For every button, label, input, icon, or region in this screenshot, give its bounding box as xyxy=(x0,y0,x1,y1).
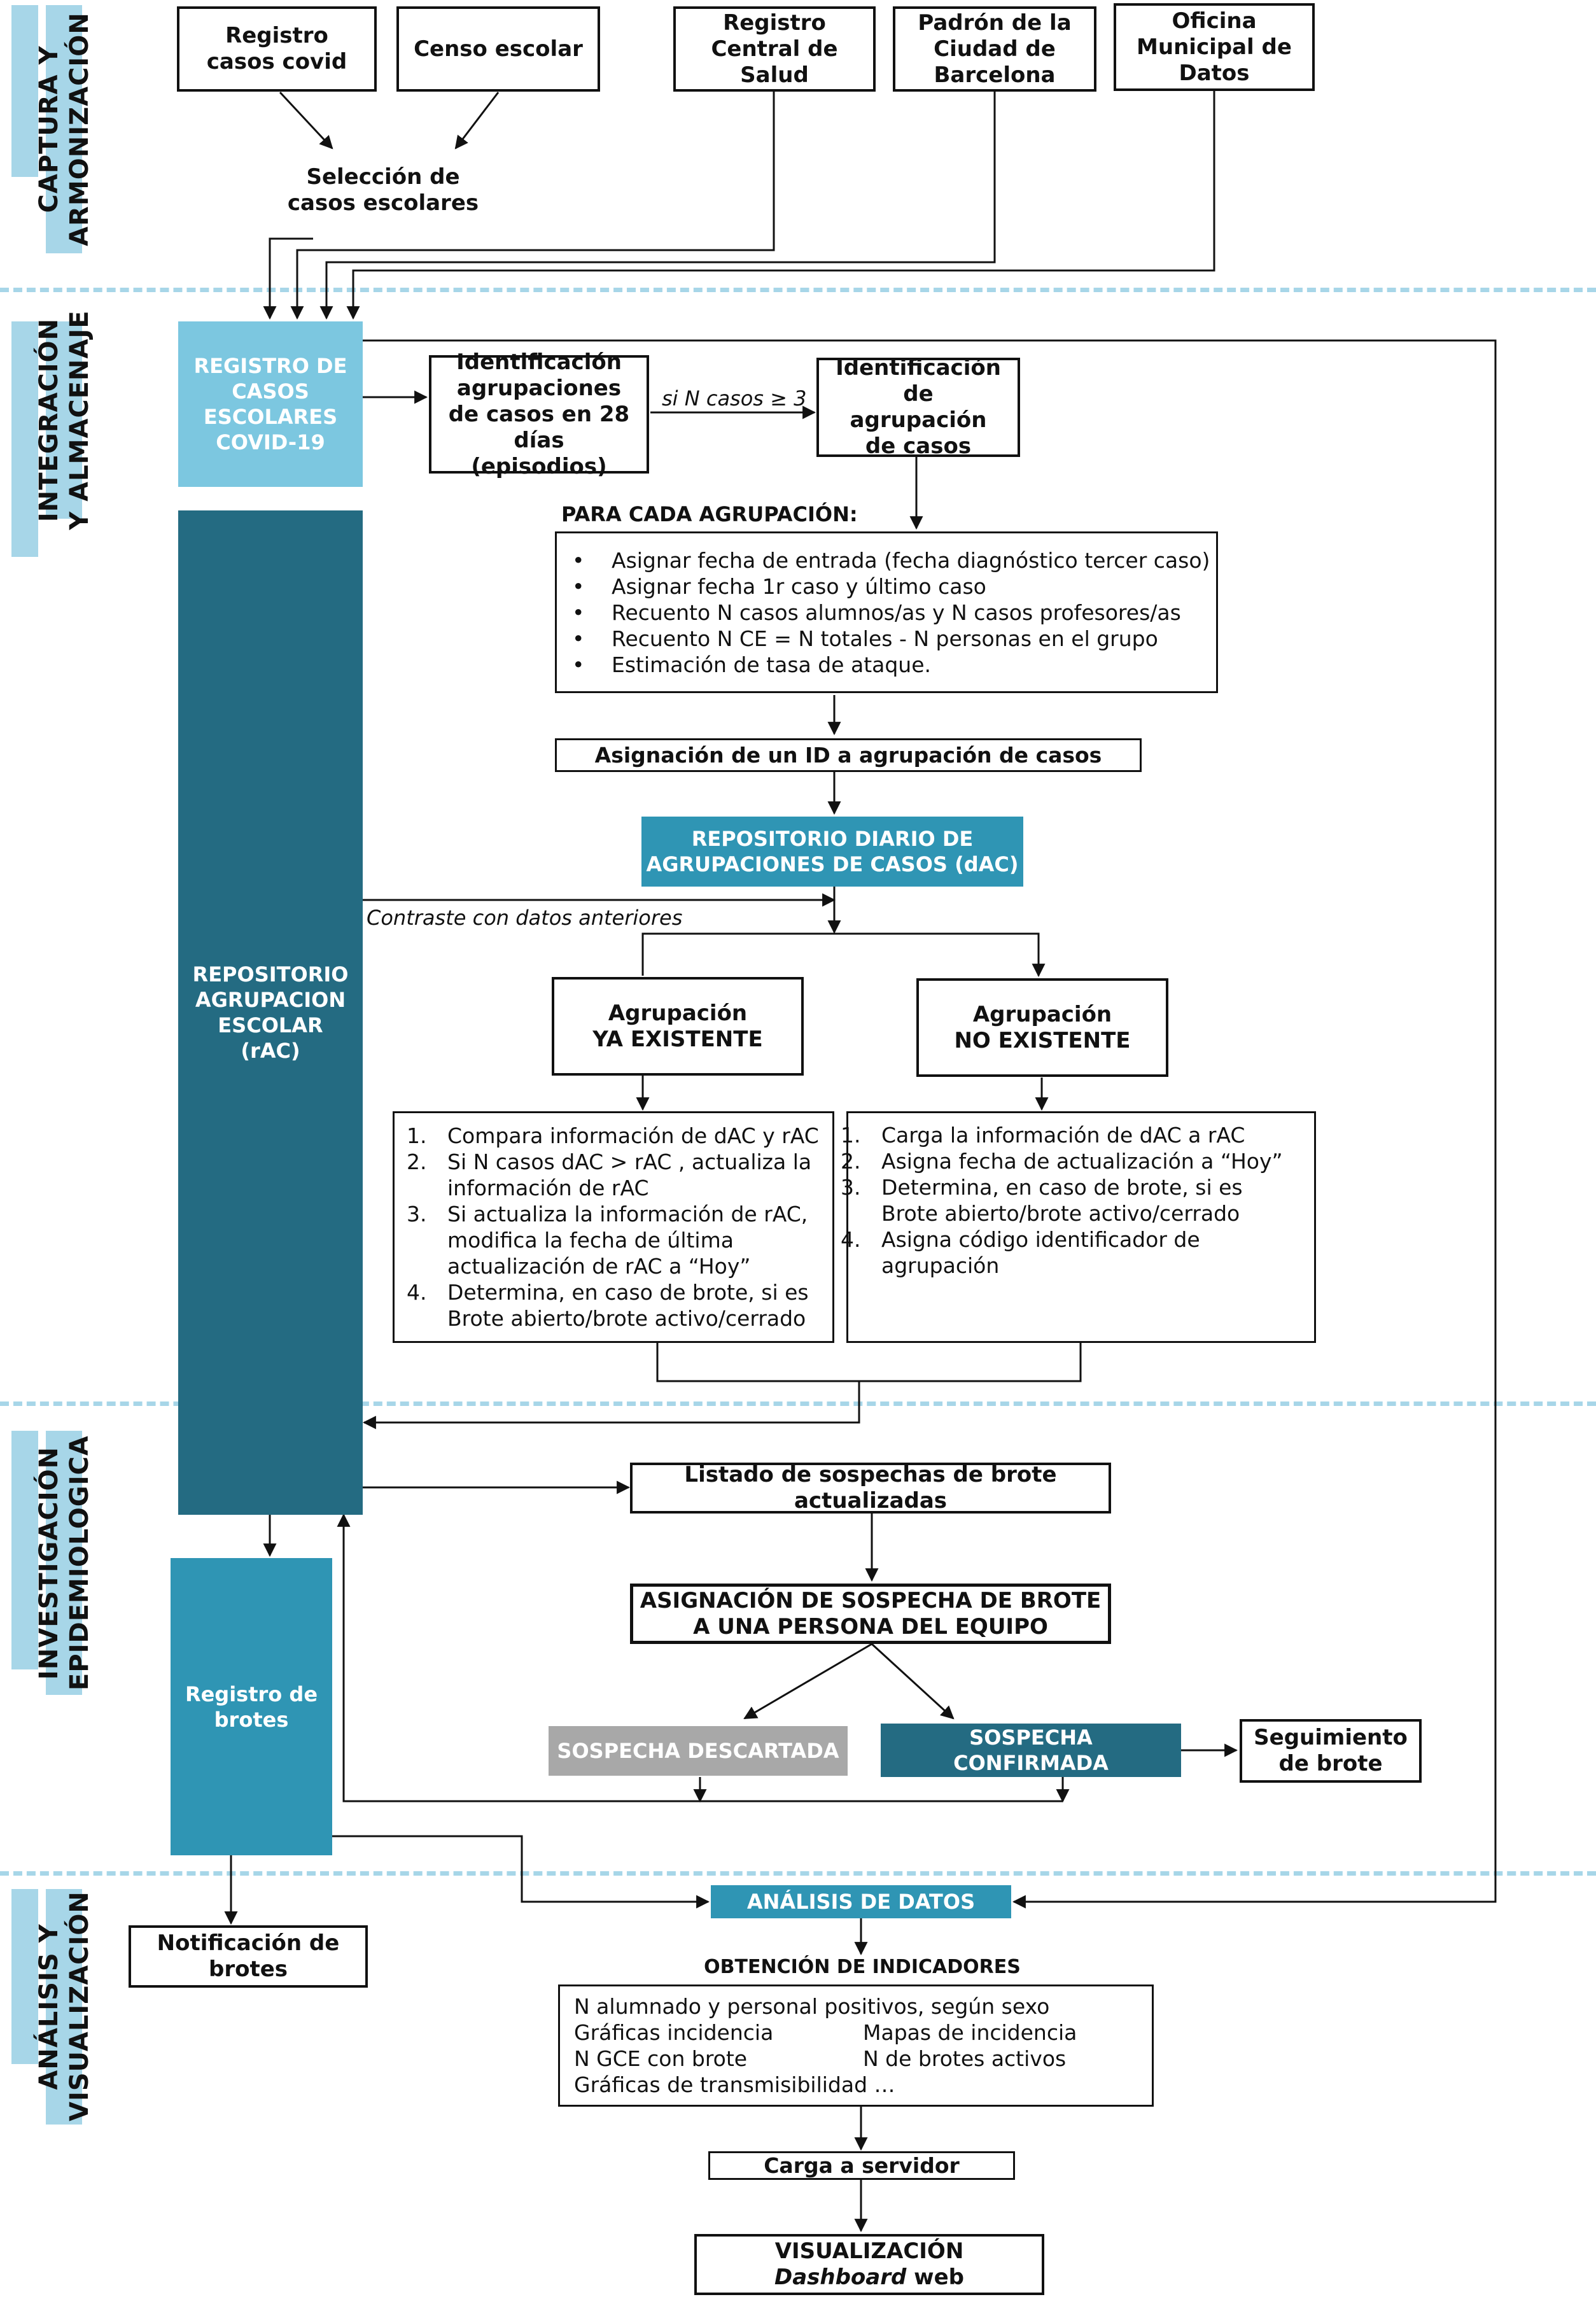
para-cada-list-box: Asignar fecha de entrada (fecha diagnóst… xyxy=(555,531,1218,693)
registro-brotes-box: Registro de brotes xyxy=(171,1558,332,1855)
no-existente-step: Carga la información de dAC a rAC xyxy=(841,1122,1245,1148)
phase-integracion-2: INTEGRACIÓN Y ALMACENAJE xyxy=(34,310,94,530)
sospecha-descartada-box: SOSPECHA DESCARTADA xyxy=(549,1726,848,1776)
sospecha-confirmada-box: SOSPECHA CONFIRMADA xyxy=(881,1724,1181,1777)
para-cada-item: Recuento N CE = N totales - N personas e… xyxy=(557,626,1216,652)
repositorio-rac-box: REPOSITORIO AGRUPACION ESCOLAR (rAC) xyxy=(178,510,363,1515)
para-cada-item: Asignar fecha de entrada (fecha diagnóst… xyxy=(557,547,1216,573)
separator-1 xyxy=(0,288,1596,292)
no-existente-step: Asigna fecha de actualización a “Hoy” xyxy=(841,1148,1283,1174)
indicadores-row: Gráficas incidencia Mapas de incidencia xyxy=(560,2020,1152,2046)
notificacion-brotes-label: Notificación de brotes xyxy=(157,1930,340,1982)
identificacion-agrupaciones-box: Identificación agrupaciones de casos en … xyxy=(429,349,649,479)
repositorio-rac-label: REPOSITORIO AGRUPACION ESCOLAR (rAC) xyxy=(192,962,349,1063)
phase-investigacion-2: INVESTIGACIÓN EPIDEMIOLOGICA xyxy=(34,1431,94,1695)
registro-casos-covid-box: Registro casos covid xyxy=(177,6,377,92)
registro-brotes-label: Registro de brotes xyxy=(185,1682,318,1732)
listado-sospechas-box: Listado de sospechas de brote actualizad… xyxy=(630,1462,1111,1514)
indicadores-row: Gráficas de transmisibilidad … xyxy=(560,2072,1152,2098)
phase-captura xyxy=(11,5,38,177)
asignacion-sospecha-box: ASIGNACIÓN DE SOSPECHA DE BROTE A UNA PE… xyxy=(630,1584,1111,1644)
indicadores-row: N alumnado y personal positivos, según s… xyxy=(560,1993,1152,2020)
no-existente-line2: NO EXISTENTE xyxy=(954,1027,1131,1053)
ya-existente-steps-box: Compara información de dAC y rAC Si N ca… xyxy=(393,1111,834,1343)
identificacion-agrupacion-label: Identificación de agrupación de casos xyxy=(836,355,1001,459)
indicadores-box: N alumnado y personal positivos, según s… xyxy=(558,1984,1154,2107)
padron-barcelona-box: Padrón de la Ciudad de Barcelona xyxy=(893,6,1096,92)
identificacion-agrupacion-box: Identificación de agrupación de casos xyxy=(816,355,1020,459)
notificacion-brotes-box: Notificación de brotes xyxy=(129,1925,368,1988)
indicador: Gráficas incidencia xyxy=(574,2020,774,2045)
web-word: web xyxy=(906,2265,964,2290)
asignacion-id-box: Asignación de un ID a agrupación de caso… xyxy=(555,738,1142,772)
phase-investigacion xyxy=(11,1431,38,1669)
phase-captura-2: CAPTURA Y ARMONIZACIÓN xyxy=(34,5,94,253)
visualizacion-title: VISUALIZACIÓN xyxy=(774,2238,964,2264)
registro-central-salud-box: Registro Central de Salud xyxy=(673,6,876,92)
ya-existente-step: Compara información de dAC y rAC xyxy=(407,1123,819,1149)
indicadores-list: N alumnado y personal positivos, según s… xyxy=(560,1993,1152,2098)
dashboard-word: Dashboard xyxy=(774,2265,907,2290)
visualizacion-box: VISUALIZACIÓN Dashboard web xyxy=(694,2234,1044,2295)
ya-existente-line2: YA EXISTENTE xyxy=(592,1026,763,1052)
carga-servidor-label: Carga a servidor xyxy=(764,2153,960,2178)
analisis-datos-label: ANÁLISIS DE DATOS xyxy=(746,1890,976,1914)
phase-integracion xyxy=(11,321,38,557)
repositorio-dac-box: REPOSITORIO DIARIO DE AGRUPACIONES DE CA… xyxy=(641,817,1023,887)
registro-central-salud-label: Registro Central de Salud xyxy=(711,10,838,88)
indicador: Mapas de incidencia xyxy=(863,2020,1077,2045)
para-cada-item: Estimación de tasa de ataque. xyxy=(557,652,1216,678)
agrupacion-ya-existente-box: Agrupación YA EXISTENTE xyxy=(552,977,804,1076)
separator-3 xyxy=(0,1871,1596,1876)
oficina-municipal-box: Oficina Municipal de Datos xyxy=(1114,3,1315,91)
censo-escolar-label: Censo escolar xyxy=(414,36,583,62)
no-existente-step: Asigna código identificador de agrupació… xyxy=(841,1226,1200,1278)
no-existente-step: Determina, en caso de brote, si es Brote… xyxy=(841,1174,1243,1226)
phase-analisis xyxy=(11,1889,38,2064)
indicadores-row: N GCE con brote N de brotes activos xyxy=(560,2046,1152,2072)
para-cada-item: Asignar fecha 1r caso y último caso xyxy=(557,573,1216,600)
indicador: N GCE con brote xyxy=(574,2046,748,2071)
ya-existente-line1: Agrupación xyxy=(608,1000,748,1026)
no-existente-line1: Agrupación xyxy=(972,1001,1112,1027)
ya-existente-steps: Compara información de dAC y rAC Si N ca… xyxy=(389,1123,838,1331)
para-cada-item: Recuento N casos alumnos/as y N casos pr… xyxy=(557,600,1216,626)
sospecha-descartada-label: SOSPECHA DESCARTADA xyxy=(557,1739,839,1763)
no-existente-steps-box: Carga la información de dAC a rAC Asigna… xyxy=(841,1111,1316,1343)
contraste-label: Contraste con datos anteriores xyxy=(367,906,683,930)
para-cada-agrupacion-heading: PARA CADA AGRUPACIÓN: xyxy=(561,502,858,526)
censo-escolar-box: Censo escolar xyxy=(396,6,600,92)
agrupacion-no-existente-box: Agrupación NO EXISTENTE xyxy=(916,978,1168,1077)
phase-analisis-2: ANÁLISIS Y VISUALIZACIÓN xyxy=(34,1889,94,2125)
carga-servidor-box: Carga a servidor xyxy=(708,2151,1015,2180)
ya-existente-step: Determina, en caso de brote, si es Brote… xyxy=(407,1279,809,1331)
ya-existente-step: Si N casos dAC > rAC , actualiza la info… xyxy=(407,1149,812,1200)
condicion-label: si N casos ≥ 3 xyxy=(662,386,807,411)
ya-existente-step: Si actualiza la información de rAC, modi… xyxy=(407,1201,808,1279)
repositorio-dac-label: REPOSITORIO DIARIO DE AGRUPACIONES DE CA… xyxy=(646,827,1019,876)
sospecha-confirmada-label: SOSPECHA CONFIRMADA xyxy=(953,1725,1109,1775)
indicador: Gráficas de transmisibilidad … xyxy=(574,2072,895,2097)
indicador: N de brotes activos xyxy=(863,2046,1067,2071)
registro-casos-covid-label: Registro casos covid xyxy=(206,23,347,74)
no-existente-steps: Carga la información de dAC a rAC Asigna… xyxy=(823,1122,1340,1279)
seleccion-casos-escolares: Selección de casos escolares xyxy=(287,164,479,216)
padron-barcelona-label: Padrón de la Ciudad de Barcelona xyxy=(918,10,1072,88)
registro-casos-escolares-label: REGISTRO DE CASOS ESCOLARES COVID-19 xyxy=(193,354,347,454)
seguimiento-brote-label: Seguimiento de brote xyxy=(1254,1725,1408,1776)
indicador: N alumnado y personal positivos, según s… xyxy=(574,1994,1050,2019)
asignacion-id-label: Asignación de un ID a agrupación de caso… xyxy=(594,743,1102,768)
analisis-datos-box: ANÁLISIS DE DATOS xyxy=(711,1885,1011,1918)
obtencion-indicadores-heading: OBTENCIÓN DE INDICADORES xyxy=(704,1956,1021,1978)
asignacion-sospecha-label: ASIGNACIÓN DE SOSPECHA DE BROTE A UNA PE… xyxy=(640,1587,1102,1640)
separator-2 xyxy=(0,1401,1596,1406)
registro-casos-escolares-box: REGISTRO DE CASOS ESCOLARES COVID-19 xyxy=(178,321,363,487)
listado-sospechas-label: Listado de sospechas de brote actualizad… xyxy=(684,1462,1057,1514)
identificacion-agrupaciones-label: Identificación agrupaciones de casos en … xyxy=(448,349,630,479)
para-cada-list: Asignar fecha de entrada (fecha diagnóst… xyxy=(557,547,1216,678)
seguimiento-brote-box: Seguimiento de brote xyxy=(1240,1719,1422,1783)
visualizacion-subtitle: Dashboard web xyxy=(774,2265,964,2291)
oficina-municipal-label: Oficina Municipal de Datos xyxy=(1137,8,1292,86)
